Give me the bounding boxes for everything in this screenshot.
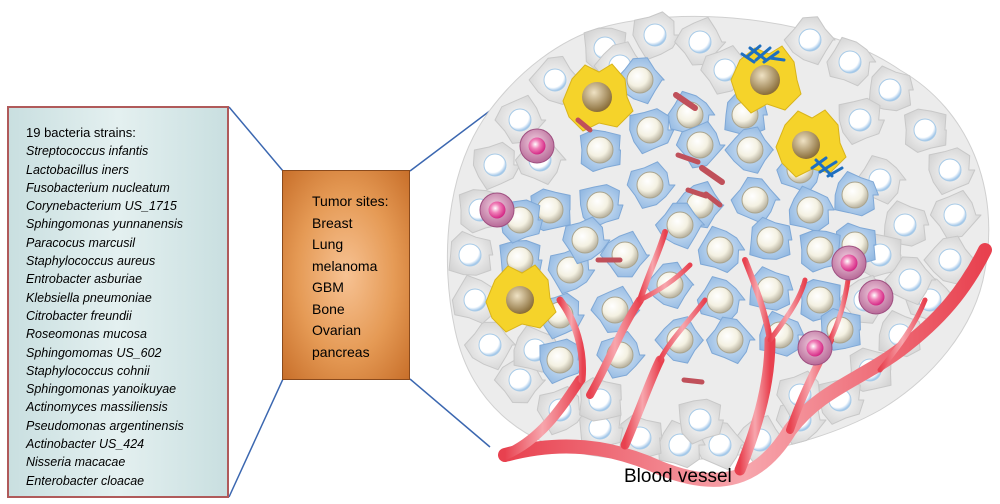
bacterial-cluster [740, 44, 844, 178]
normal-cell [678, 398, 724, 445]
tumor-cell [788, 185, 835, 233]
bacteria-strain-item: Corynebacterium US_1715 [26, 199, 177, 214]
bacteria-strain-item: Streptococcus infantis [26, 144, 149, 159]
normal-cell [632, 11, 681, 61]
bacteria-strain-item: Actinobacter US_424 [26, 437, 145, 452]
tumor-cell [629, 108, 675, 155]
tumor-cell [724, 126, 774, 174]
normal-cell [579, 377, 622, 422]
tumor-cell [626, 161, 676, 209]
tumor-cell [655, 202, 705, 250]
normal-cell [783, 16, 836, 66]
tumor-cell [562, 216, 611, 265]
bacteria-strain-item: Fusobacterium nucleatum [26, 180, 170, 195]
normal-cell [838, 97, 885, 145]
tumor-site-item: GBM [312, 279, 344, 295]
tumor-site-item: Lung [312, 236, 344, 252]
bacteria-list-title: 19 bacteria strains: [26, 125, 136, 140]
normal-cell [868, 65, 914, 112]
normal-cell [904, 108, 947, 153]
rod-bacteria [575, 92, 725, 385]
bacteria-strain-item: Lactobacillus iners [26, 162, 129, 177]
normal-cell [451, 274, 502, 324]
macrophage [775, 109, 847, 178]
normal-cell [929, 189, 982, 240]
bacteria-strain-item: Sphingomonas yunnanensis [26, 217, 184, 232]
normal-cell [464, 321, 516, 371]
bacteria-strain-item: Paracocus marcusil [26, 235, 136, 250]
bacteria-strain-item: Klebsiella pneumoniae [26, 290, 152, 305]
tumor-cell [696, 276, 746, 324]
immune-cell [479, 192, 515, 228]
tumor-cell [749, 216, 793, 260]
tumor-cell [539, 338, 584, 385]
tumor-sites-title: Tumor sites: [312, 193, 389, 209]
bacteria-strain-item: Enterobacter cloacae [26, 473, 145, 488]
bacteria-strain-item: Nisseria macacae [26, 455, 126, 470]
tumor-site-item: Ovarian [312, 322, 362, 338]
normal-cell [923, 235, 975, 285]
macrophage-cells [485, 45, 847, 333]
bacteria-strain-item: Sphingomomas US_602 [26, 345, 162, 360]
tumor-cell [579, 129, 621, 172]
normal-cell [674, 16, 727, 66]
tumor-site-item: Bone [312, 300, 345, 317]
tumor-cell [799, 229, 842, 273]
normal-cell [884, 256, 937, 306]
bacteria-strain-item: Sphingomonas yanoikuyae [26, 382, 177, 397]
tumor-cells [499, 57, 879, 385]
bacteria-strain-item: Citrobacter freundii [26, 308, 132, 323]
bacteria-strain-box: 19 bacteria strains: Streptococcus infan… [7, 106, 229, 498]
tumor-site-item: melanoma [312, 257, 378, 274]
tumor-cell [697, 225, 746, 273]
bacteria-strain-item: Entrobacter asburiae [26, 272, 143, 287]
blood-vessel [498, 229, 992, 487]
bacteria-strain-item: Pseudomonas argentinensis [26, 418, 184, 433]
normal-cell [883, 200, 930, 247]
tumor-site-item: pancreas [312, 343, 370, 360]
normal-cell [472, 141, 521, 191]
immune-cell [797, 330, 833, 366]
bacteria-strain-item: Staphylococcus cohnii [26, 363, 150, 378]
macrophage [730, 45, 802, 114]
immune-cells [479, 128, 894, 366]
tumor-cell [834, 171, 879, 217]
tumor-site-item: Breast [312, 214, 353, 231]
normal-cell [448, 230, 494, 276]
immune-cell [858, 279, 894, 315]
macrophage [562, 63, 634, 132]
normal-cell [826, 36, 877, 87]
immune-cell [831, 245, 867, 281]
macrophage [485, 264, 557, 333]
tumor-cell [730, 176, 781, 225]
blood-vessel-label: Blood vessel [624, 466, 732, 487]
bacteria-strain-item: Actinomyces massiliensis [26, 400, 168, 415]
tumor-cell [706, 316, 756, 365]
bacteria-strain-item: Staphylococcus aureus [26, 254, 156, 269]
normal-cell [928, 147, 976, 196]
immune-cell [519, 128, 555, 164]
bacteria-strain-item: Roseomonas mucosa [26, 327, 147, 342]
